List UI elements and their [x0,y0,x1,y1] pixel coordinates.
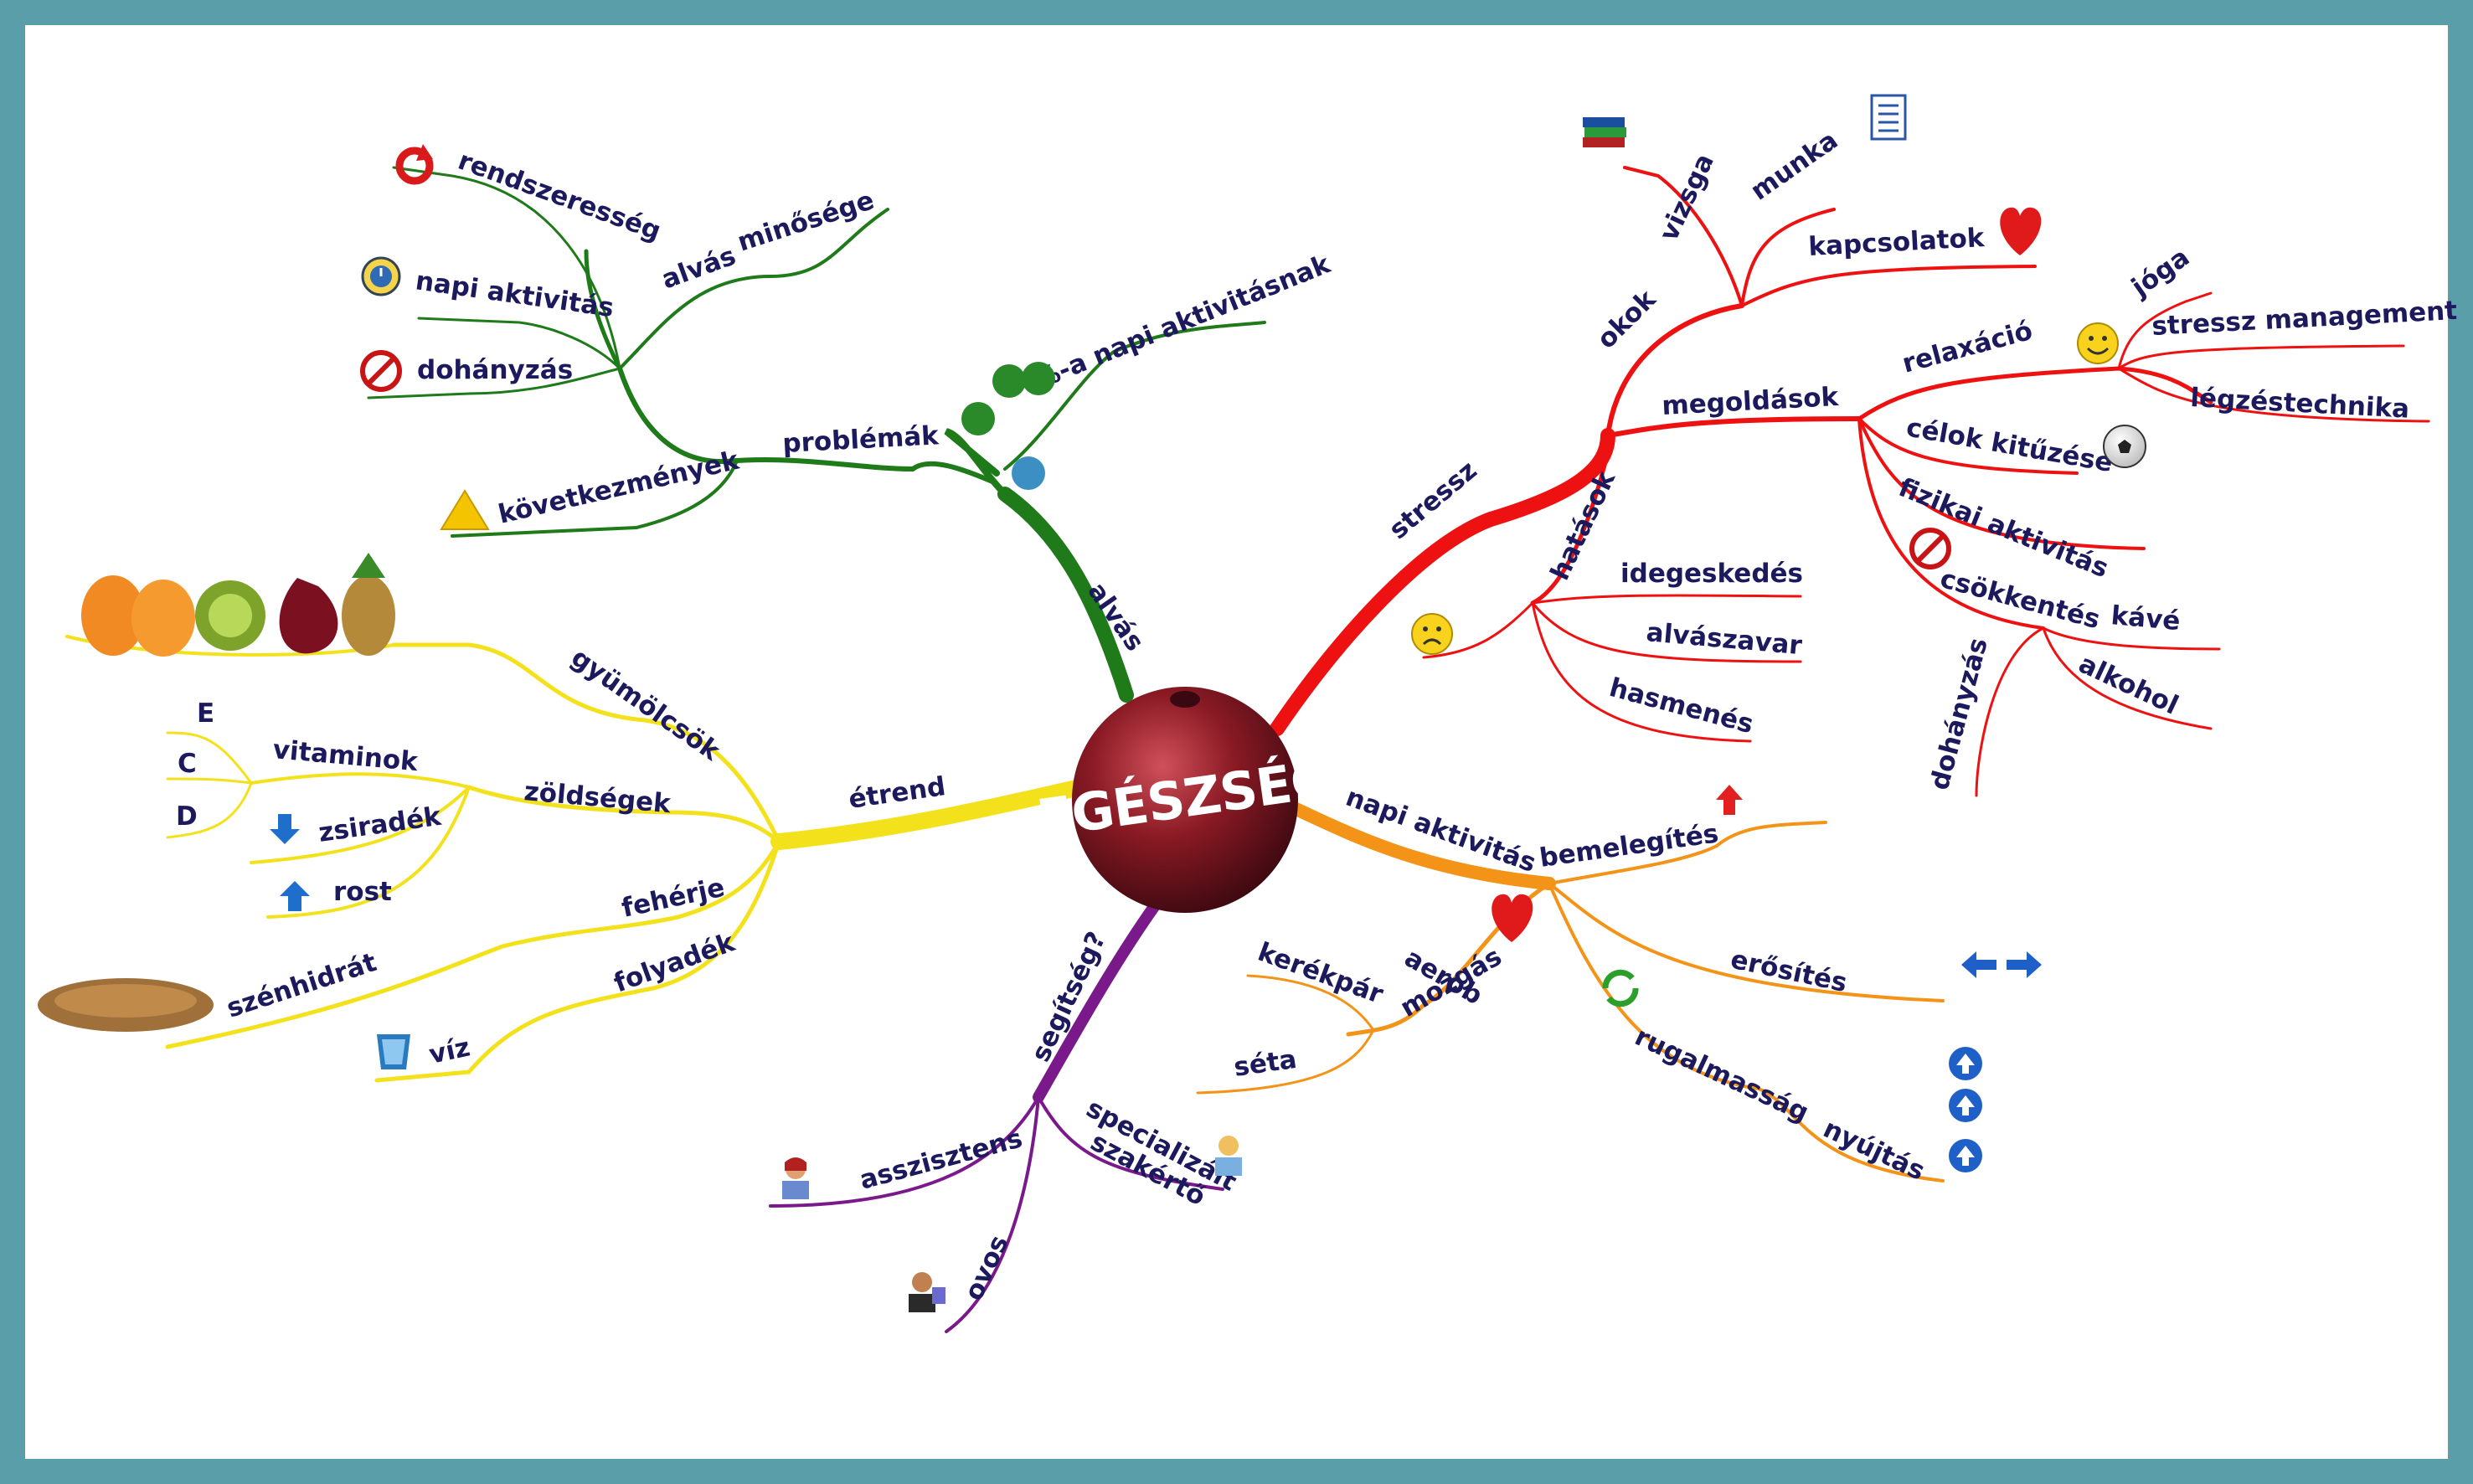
napi-main-thick [1279,797,1556,890]
napi-aktivitas-line [417,317,621,370]
alkohol-line [2042,626,2213,730]
cup-icon [377,1034,410,1069]
kapcsolatok-line [1740,265,2037,307]
apple-stem [1170,691,1200,708]
alvaszavar-line [1531,601,1802,663]
label-vitamin-c: C [178,749,197,779]
sad-icon [1411,613,1453,655]
legzestechnika-line [2117,367,2430,423]
refresh-icon [395,144,434,185]
arrow-up-red-icon [1716,785,1743,815]
asszisztens-line [769,1095,1040,1208]
minosege-line [618,208,889,370]
problemak-to-hub [617,366,739,465]
vitamin-d-line [166,781,253,839]
vizsga-line [1623,166,1744,307]
relaxacio-line [1857,366,2213,421]
alvas-main-thick [997,487,1134,703]
rugalmassag-line [1548,882,1945,1183]
person-icon-3 [909,1272,945,1312]
gyumolcsok-line [391,642,781,844]
munka-line [1740,208,1836,307]
ball-icon [2103,425,2146,468]
stressz-main-thick [1270,428,1615,736]
celok-line [1857,417,2079,475]
kerekpar-line [1246,974,1375,1032]
list-icon [1870,94,1907,141]
stressz-management-line [2117,344,2405,370]
folyadek-viz-line [374,839,781,1083]
fruit-image [81,553,395,657]
problemak-line [734,456,995,484]
dohanyzas-line [367,367,621,399]
zsiradek-line [250,786,471,864]
heart-icon-2 [1492,894,1533,942]
bread-image [38,978,214,1032]
vitamin-c-line [166,777,253,785]
label-rost: rost [333,877,392,907]
person-icon [782,1157,809,1199]
erosites-line [1548,882,1945,1002]
books-icon [1583,117,1626,147]
zoldsegek-line [466,785,781,844]
alvas-connector [944,428,1008,497]
dohanyzas-stress-line [1975,626,2045,797]
heart-icon [2000,207,2042,255]
label-dohanyzas: dohányzás [417,355,573,385]
hatasok-line [1530,450,1610,605]
bemelegites-line [1548,821,1827,885]
rost-line [266,786,471,919]
joga-line [2117,291,2213,370]
smiley-icon [2077,322,2119,364]
fizikai-line [1857,417,2146,550]
sad-line [1422,601,1534,659]
branch-alvas [367,166,1266,703]
arrow-down-icon [270,814,300,844]
branch-stressz [1270,166,2430,797]
megoldasok-line [1605,416,1862,438]
rendszeresseg-line [392,166,621,370]
apple-image [1072,687,1298,913]
feherje-szenhidrat-line [165,839,781,1049]
vitamin-e-line [166,731,253,785]
label-kave: kávé [2110,600,2182,636]
vitaminok-line [250,772,471,789]
label-vitamin-e: E [197,698,214,729]
hasmenes-line [1531,601,1752,743]
arrows-lr-icon [1961,951,2042,978]
no-entry-icon-2 [1909,528,1951,569]
person-icon-2 [1215,1136,1242,1176]
branch-segitseg [769,899,1224,1333]
no-entry-icon [360,350,402,392]
kave-line [2042,626,2221,651]
kovetkezmenyek-line [451,459,739,538]
percent-badge-icon [961,362,1055,490]
seta-line [1196,1028,1375,1095]
csokkentes-line [1857,417,2045,630]
warning-icon [440,489,490,530]
label-idegeskedes: idegeskedés [1620,559,1803,589]
alvas-minosege-trunk [584,249,622,371]
ovos-line [945,1095,1040,1333]
recycle-icon [1602,969,1639,1007]
okok-line [1605,303,1744,438]
percent-line [1003,321,1266,471]
arrow-up-icon [280,881,310,911]
etrend-main-thick [770,779,1089,850]
segitseg-main-thick [1033,899,1162,1103]
up-circles-icon [1949,1047,1982,1172]
specializalt-line [1037,1095,1224,1191]
idegeskedes-line [1531,594,1802,605]
label-vitamin-d: D [176,801,198,832]
clock-icon [361,256,401,296]
central-node[interactable]: EGÉSZSÉG [1033,687,1337,913]
